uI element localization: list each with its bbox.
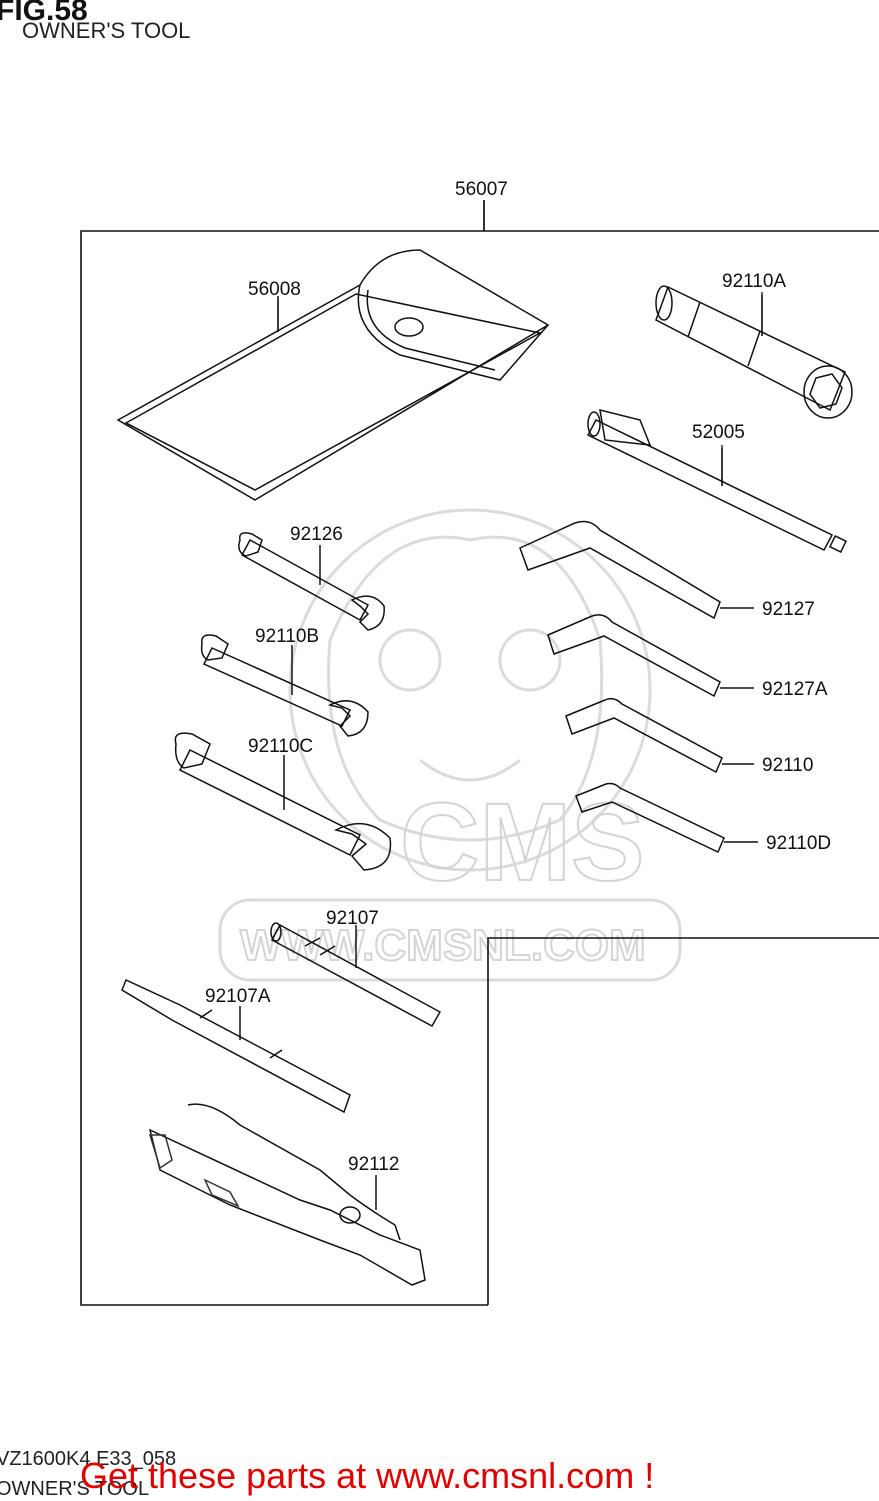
part-label: 52005 <box>692 422 745 443</box>
watermark: CMS WWW.CMSNL.COM <box>218 508 682 982</box>
figure-title: FIG.58 <box>0 0 88 27</box>
figure-subtitle: OWNER'S TOOL <box>22 18 191 43</box>
watermark-url: WWW.CMSNL.COM <box>240 921 646 970</box>
footer-code: VZ1600K4 E33_058 <box>0 1448 177 1470</box>
pliers-drawing <box>148 1103 426 1286</box>
part-label: 92110 <box>762 755 813 776</box>
part-label: 92112 <box>348 1154 399 1175</box>
promo-link[interactable]: Get these parts at www.cmsnl.com ! <box>80 1455 655 1496</box>
part-label: 92110C <box>248 736 313 757</box>
hex-key-92127a-drawing <box>547 614 754 698</box>
hex-key-92110d-drawing <box>575 782 758 854</box>
part-label: 92110D <box>766 833 831 854</box>
screwdriver-bit-92107-drawing <box>270 922 442 1028</box>
part-label: 92127 <box>762 599 815 620</box>
wrench-92110c-drawing <box>174 732 392 871</box>
footer-subtitle: OWNER'S TOOL <box>0 1478 150 1500</box>
leader-lines <box>277 200 763 486</box>
wrench-92110b-drawing <box>200 634 369 737</box>
tool-bag-drawing <box>116 249 550 501</box>
part-label: 92107 <box>326 908 379 929</box>
screwdriver-bit-92107a-drawing <box>121 978 351 1114</box>
hex-key-92110-drawing <box>565 697 754 774</box>
part-label: 92126 <box>290 524 343 545</box>
wrench-92126-drawing <box>238 532 385 631</box>
part-label: 92110B <box>255 626 319 647</box>
part-label: 56008 <box>248 279 301 300</box>
part-label: 56007 <box>455 179 508 200</box>
hex-key-92127-drawing <box>519 520 754 620</box>
part-label: 92127A <box>762 679 828 700</box>
part-label: 92110A <box>722 271 786 292</box>
spark-plug-wrench-drawing <box>655 285 853 419</box>
watermark-brand: CMS <box>400 781 644 904</box>
part-label: 92107A <box>205 986 271 1007</box>
